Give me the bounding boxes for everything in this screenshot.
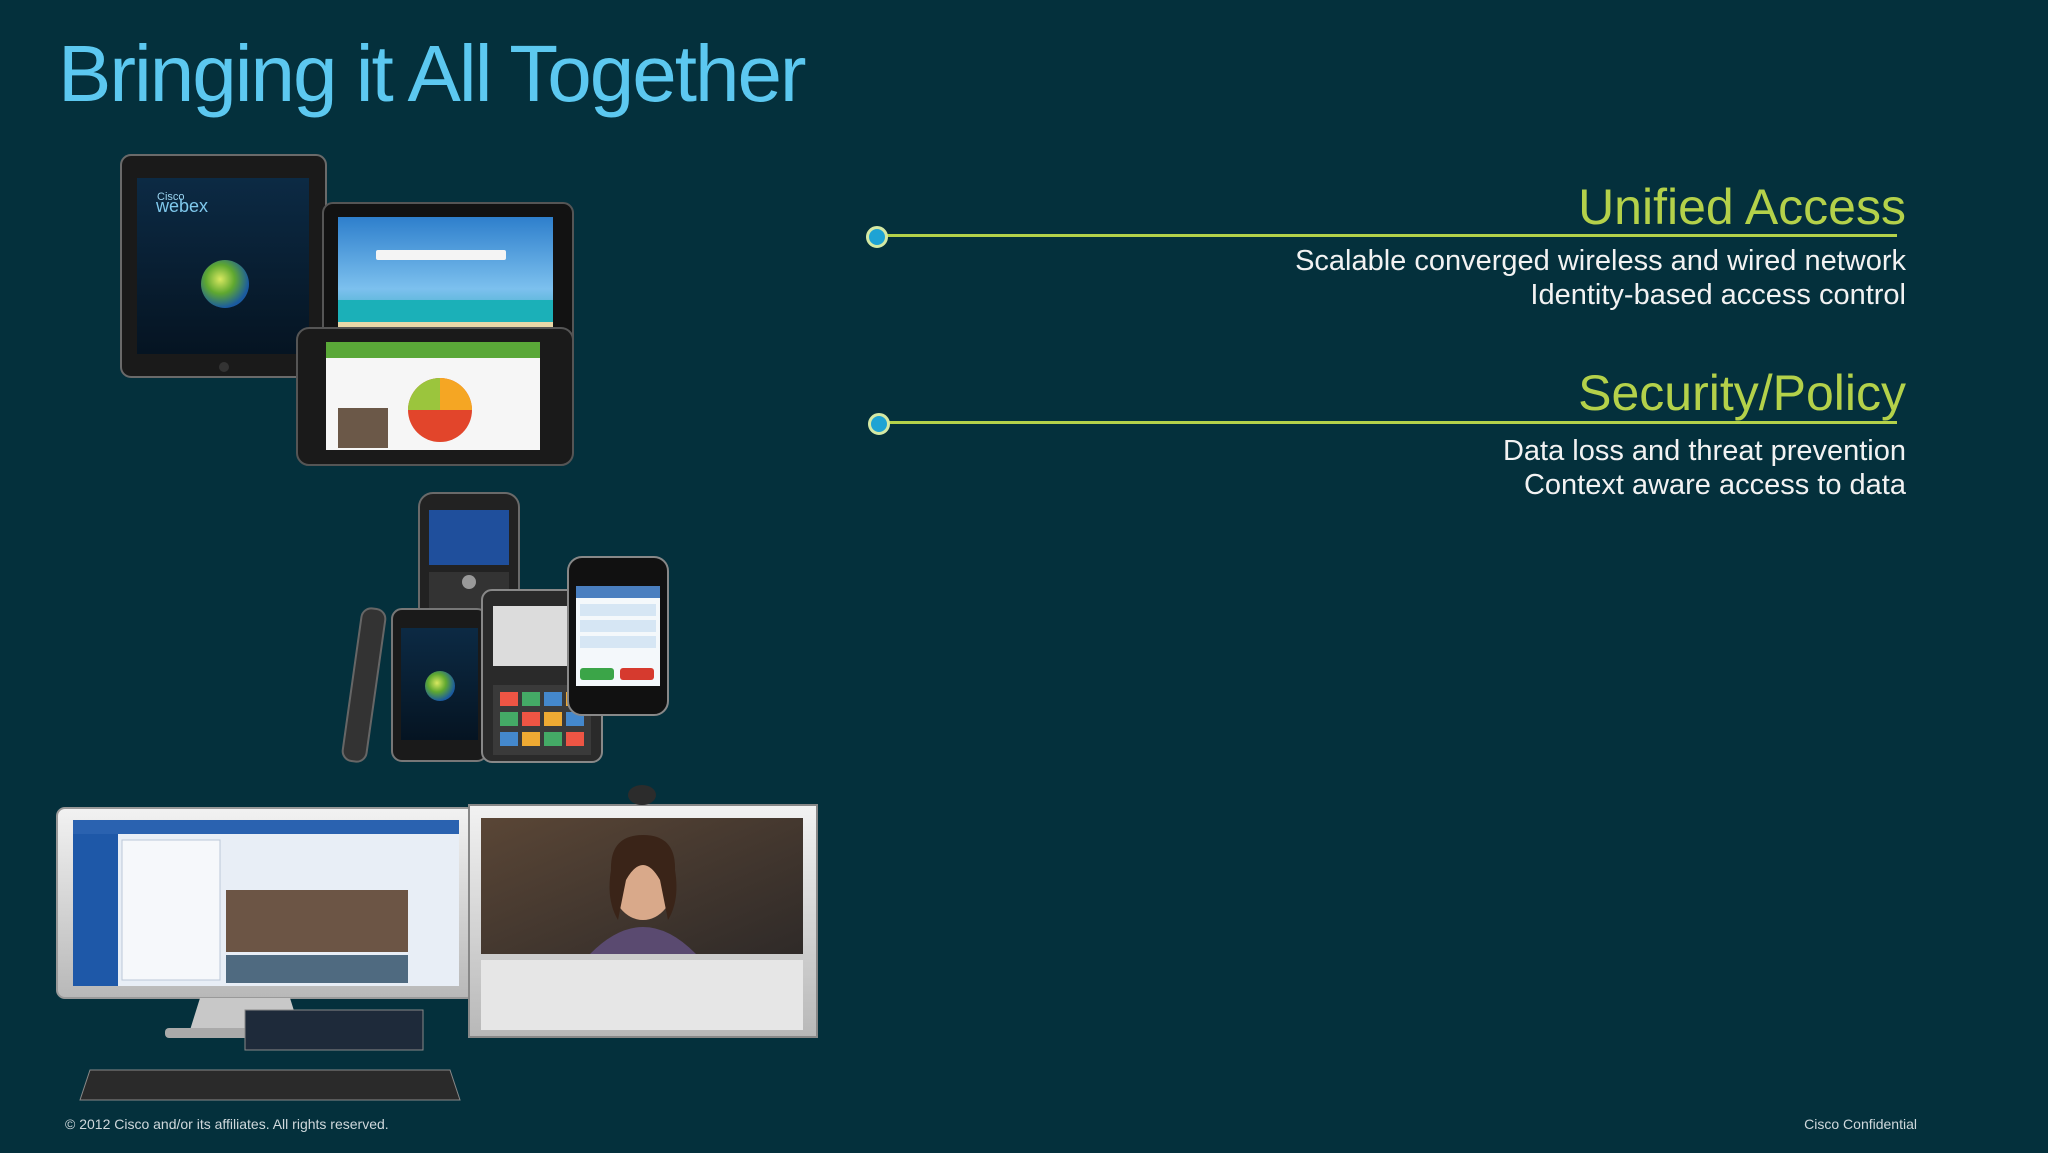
tablet-beach — [322, 202, 574, 352]
description-line: Data loss and threat prevention — [1502, 435, 1906, 467]
bullet-dot-icon — [866, 226, 888, 248]
description-line: Scalable converged wireless and wired ne… — [1295, 245, 1906, 277]
page-title: Bringing it All Together — [58, 29, 807, 118]
section-divider-security-policy — [878, 421, 1897, 424]
tablet-brand-small: Cisco — [157, 191, 185, 203]
phone-side — [341, 607, 387, 763]
tablet-brand: webex — [155, 196, 208, 216]
section-divider-unified-access — [875, 234, 1897, 237]
section-description-security-policy: Data loss and threat prevention Context … — [1503, 434, 1906, 502]
desktop-computer — [56, 807, 476, 1101]
section-description-unified-access: Scalable converged wireless and wired ne… — [1295, 244, 1906, 312]
video-endpoint — [468, 785, 818, 1038]
section-heading-security-policy: Security/Policy — [1578, 365, 1906, 421]
tablet-webex — [120, 154, 327, 378]
tablet-chart — [296, 327, 574, 466]
confidential-footer: Cisco Confidential — [1804, 1116, 1917, 1132]
phone-samsung-webex — [391, 608, 488, 762]
description-line: Identity-based access control — [1530, 279, 1906, 311]
description-line: Context aware access to data — [1523, 469, 1906, 501]
bullet-dot-icon — [868, 413, 890, 435]
copyright-footer: © 2012 Cisco and/or its affiliates. All … — [65, 1116, 389, 1132]
section-heading-unified-access: Unified Access — [1578, 179, 1906, 235]
phone-iphone — [567, 556, 669, 716]
